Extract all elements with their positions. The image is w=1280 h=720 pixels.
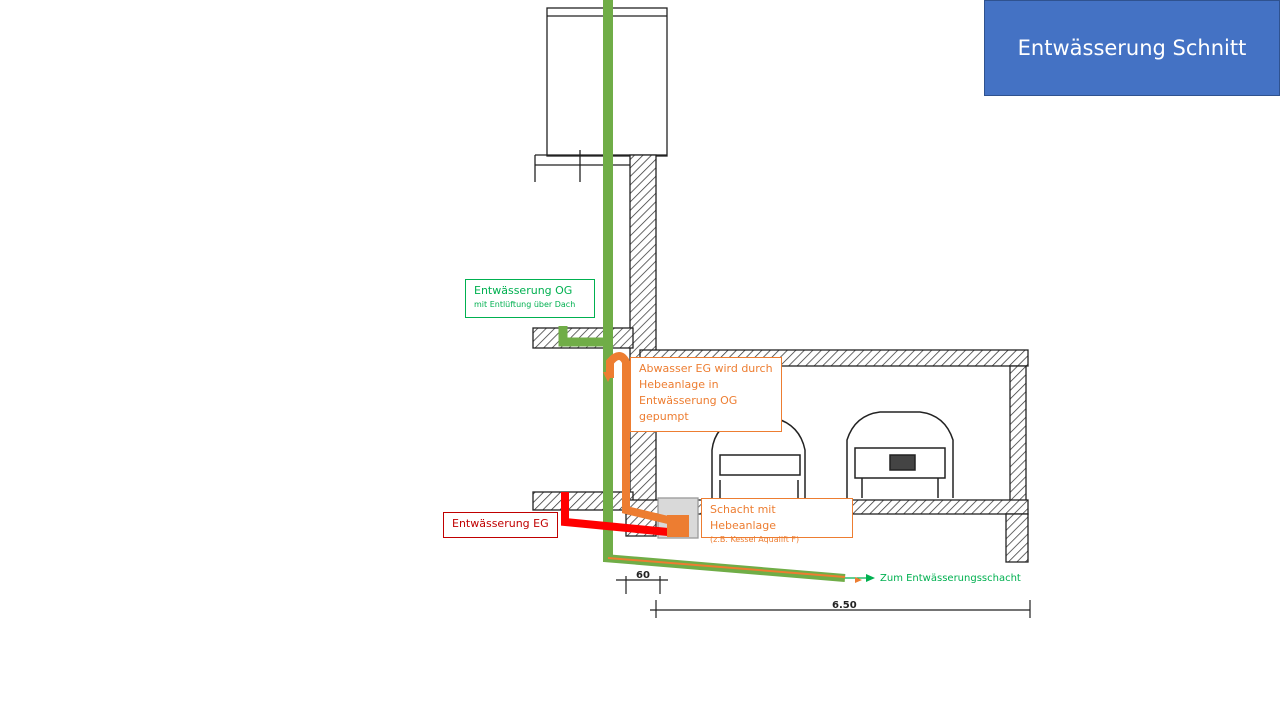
og-branch-pipe — [558, 326, 612, 347]
eg-pipe — [561, 492, 669, 536]
label-schacht-sub: (z.B. Kessel Aqualift F) — [710, 535, 800, 544]
label-schacht: Schacht mit Hebeanlage (z.B. Kessel Aqua… — [701, 498, 853, 544]
label-schacht-main: Schacht mit Hebeanlage — [710, 503, 777, 532]
label-og-main: Entwässerung OG — [474, 284, 573, 297]
pump-note-line: Abwasser EG wird durch — [639, 362, 773, 375]
og-downpipe — [603, 0, 613, 562]
pump-pipe — [606, 352, 669, 524]
pump-note-line: Entwässerung OG — [639, 394, 738, 407]
label-entwaesserung-og: Entwässerung OG mit Entlüftung über Dach — [465, 279, 595, 318]
car-icon — [846, 411, 954, 498]
dimension-lines — [616, 576, 1031, 618]
label-entwaesserung-eg: Entwässerung EG — [443, 512, 558, 538]
pipes — [558, 0, 875, 583]
label-outlet: Zum Entwässerungsschacht — [880, 573, 1021, 584]
label-eg-main: Entwässerung EG — [452, 517, 549, 530]
pump-note-line: Hebeanlage in — [639, 378, 719, 391]
lifting-station — [667, 515, 689, 537]
pump-note-line: gepumpt — [639, 410, 689, 423]
outlet-arrow-icon — [866, 574, 875, 582]
label-og-sub: mit Entlüftung über Dach — [474, 300, 576, 309]
dimension-650: 6.50 — [832, 600, 857, 611]
label-pump-note: Abwasser EG wird durch Hebeanlage in Ent… — [630, 357, 782, 432]
flow-arrow-icon — [603, 372, 613, 382]
slide-title: Entwässerung Schnitt — [984, 0, 1280, 96]
dimension-60: 60 — [636, 570, 650, 581]
